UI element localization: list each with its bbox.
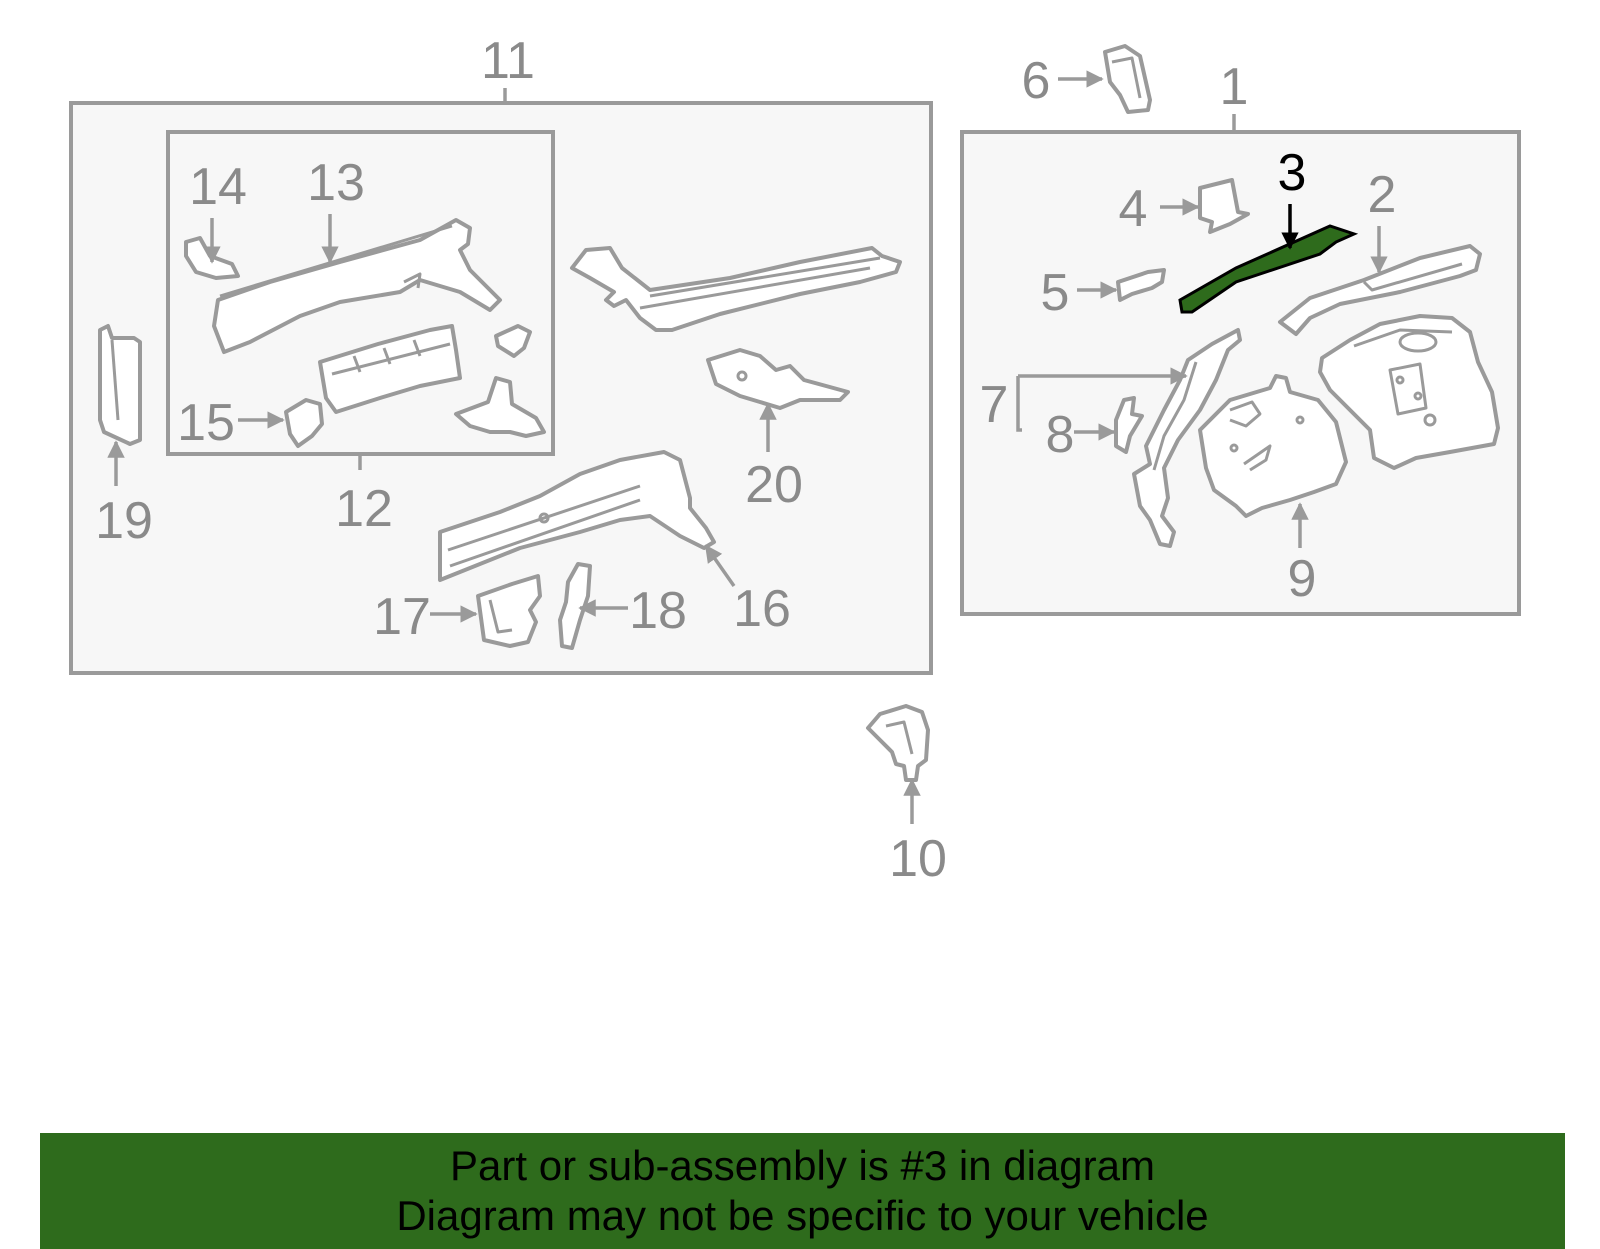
- callout-8: 8: [1046, 406, 1075, 464]
- leader-lines: [107, 70, 1388, 824]
- callout-13: 13: [307, 154, 365, 212]
- part-6[interactable]: [1103, 44, 1152, 114]
- part-2[interactable]: [1278, 244, 1482, 336]
- part-18[interactable]: [558, 562, 592, 650]
- part-12-member[interactable]: [318, 324, 546, 438]
- part-17[interactable]: [476, 574, 542, 648]
- part-inner-panel[interactable]: [1318, 314, 1500, 470]
- part-8[interactable]: [1114, 396, 1144, 454]
- part-7[interactable]: [1132, 328, 1242, 548]
- info-banner: Part or sub-assembly is #3 in diagram Di…: [40, 1133, 1565, 1249]
- callout-12: 12: [335, 480, 393, 538]
- callout-15: 15: [177, 394, 235, 452]
- part-20[interactable]: [706, 348, 850, 410]
- part-15[interactable]: [284, 398, 324, 448]
- callout-19: 19: [95, 492, 153, 550]
- callout-2: 2: [1368, 166, 1397, 224]
- callout-16: 16: [733, 580, 791, 638]
- part-16[interactable]: [438, 450, 716, 582]
- part-4[interactable]: [1198, 178, 1250, 234]
- callout-10: 10: [889, 830, 947, 888]
- callout-6: 6: [1022, 52, 1051, 110]
- part-5[interactable]: [1116, 268, 1166, 302]
- callout-4: 4: [1119, 180, 1148, 238]
- part-side-member[interactable]: [570, 246, 902, 332]
- part-19[interactable]: [98, 324, 142, 446]
- callout-1: 1: [1220, 58, 1249, 116]
- callout-14: 14: [189, 158, 247, 216]
- callout-17: 17: [373, 588, 431, 646]
- callout-3-highlighted: 3: [1278, 144, 1307, 202]
- callout-5: 5: [1041, 264, 1070, 322]
- callout-11: 11: [481, 32, 535, 90]
- part-10[interactable]: [866, 704, 930, 782]
- callout-18: 18: [629, 582, 687, 640]
- banner-line-1: Part or sub-assembly is #3 in diagram: [450, 1142, 1155, 1189]
- callout-7: 7: [980, 376, 1009, 434]
- part-9[interactable]: [1198, 374, 1348, 518]
- callout-20: 20: [745, 456, 803, 514]
- callout-9: 9: [1288, 550, 1317, 608]
- banner-line-2: Diagram may not be specific to your vehi…: [396, 1192, 1209, 1239]
